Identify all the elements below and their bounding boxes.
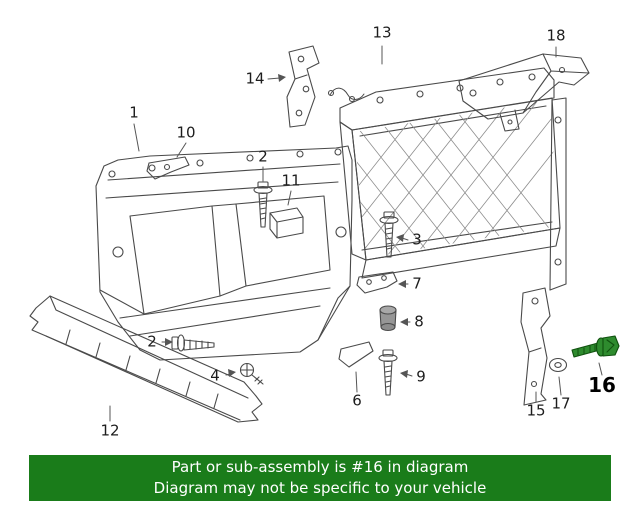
bracket-10-art (146, 156, 190, 180)
callout-18: 18 (546, 26, 566, 45)
callout-8: 8 (414, 312, 424, 331)
callout-13: 13 (372, 23, 392, 42)
bracket-15-art (520, 287, 551, 406)
bracket-7-art (356, 271, 398, 294)
washer-17-art (548, 357, 568, 373)
bolt-2-left-art (171, 334, 215, 352)
callout-12: 12 (100, 421, 120, 440)
callout-3: 3 (412, 230, 422, 249)
callout-9: 9 (416, 367, 426, 386)
callout-2-top: 2 (258, 147, 268, 166)
box-11-art (269, 207, 304, 239)
radiator-support-panel-art (95, 145, 353, 361)
bracket-14-art (286, 45, 320, 128)
highlight-banner: Part or sub-assembly is #16 in diagram D… (29, 455, 611, 501)
callout-11: 11 (281, 171, 301, 190)
callout-2-left: 2 (147, 332, 157, 351)
highlighted-bolt-16-art (571, 335, 620, 358)
cap-8-art (379, 305, 397, 332)
clip-4-art (239, 362, 264, 385)
callout-7: 7 (412, 274, 422, 293)
bracket-18-art (458, 53, 590, 132)
callout-10: 10 (176, 123, 196, 142)
lower-crossmember-art (29, 295, 263, 423)
banner-line-1: Part or sub-assembly is #16 in diagram (171, 458, 469, 476)
plate-6-art (338, 341, 374, 368)
callout-1: 1 (129, 103, 139, 122)
callout-16-highlighted: 16 (588, 373, 616, 397)
banner-line-2: Diagram may not be specific to your vehi… (153, 479, 487, 497)
upper-crossmember-art (327, 67, 567, 291)
callout-6: 6 (352, 391, 362, 410)
bolt-9-art (378, 349, 398, 396)
leader-lines (109, 45, 603, 422)
callout-14: 14 (245, 69, 265, 88)
callout-17: 17 (551, 394, 571, 413)
callout-15: 15 (526, 401, 546, 420)
callout-4: 4 (210, 366, 220, 385)
bolt-3-art (379, 211, 399, 258)
bolt-2-top-art (253, 181, 273, 228)
